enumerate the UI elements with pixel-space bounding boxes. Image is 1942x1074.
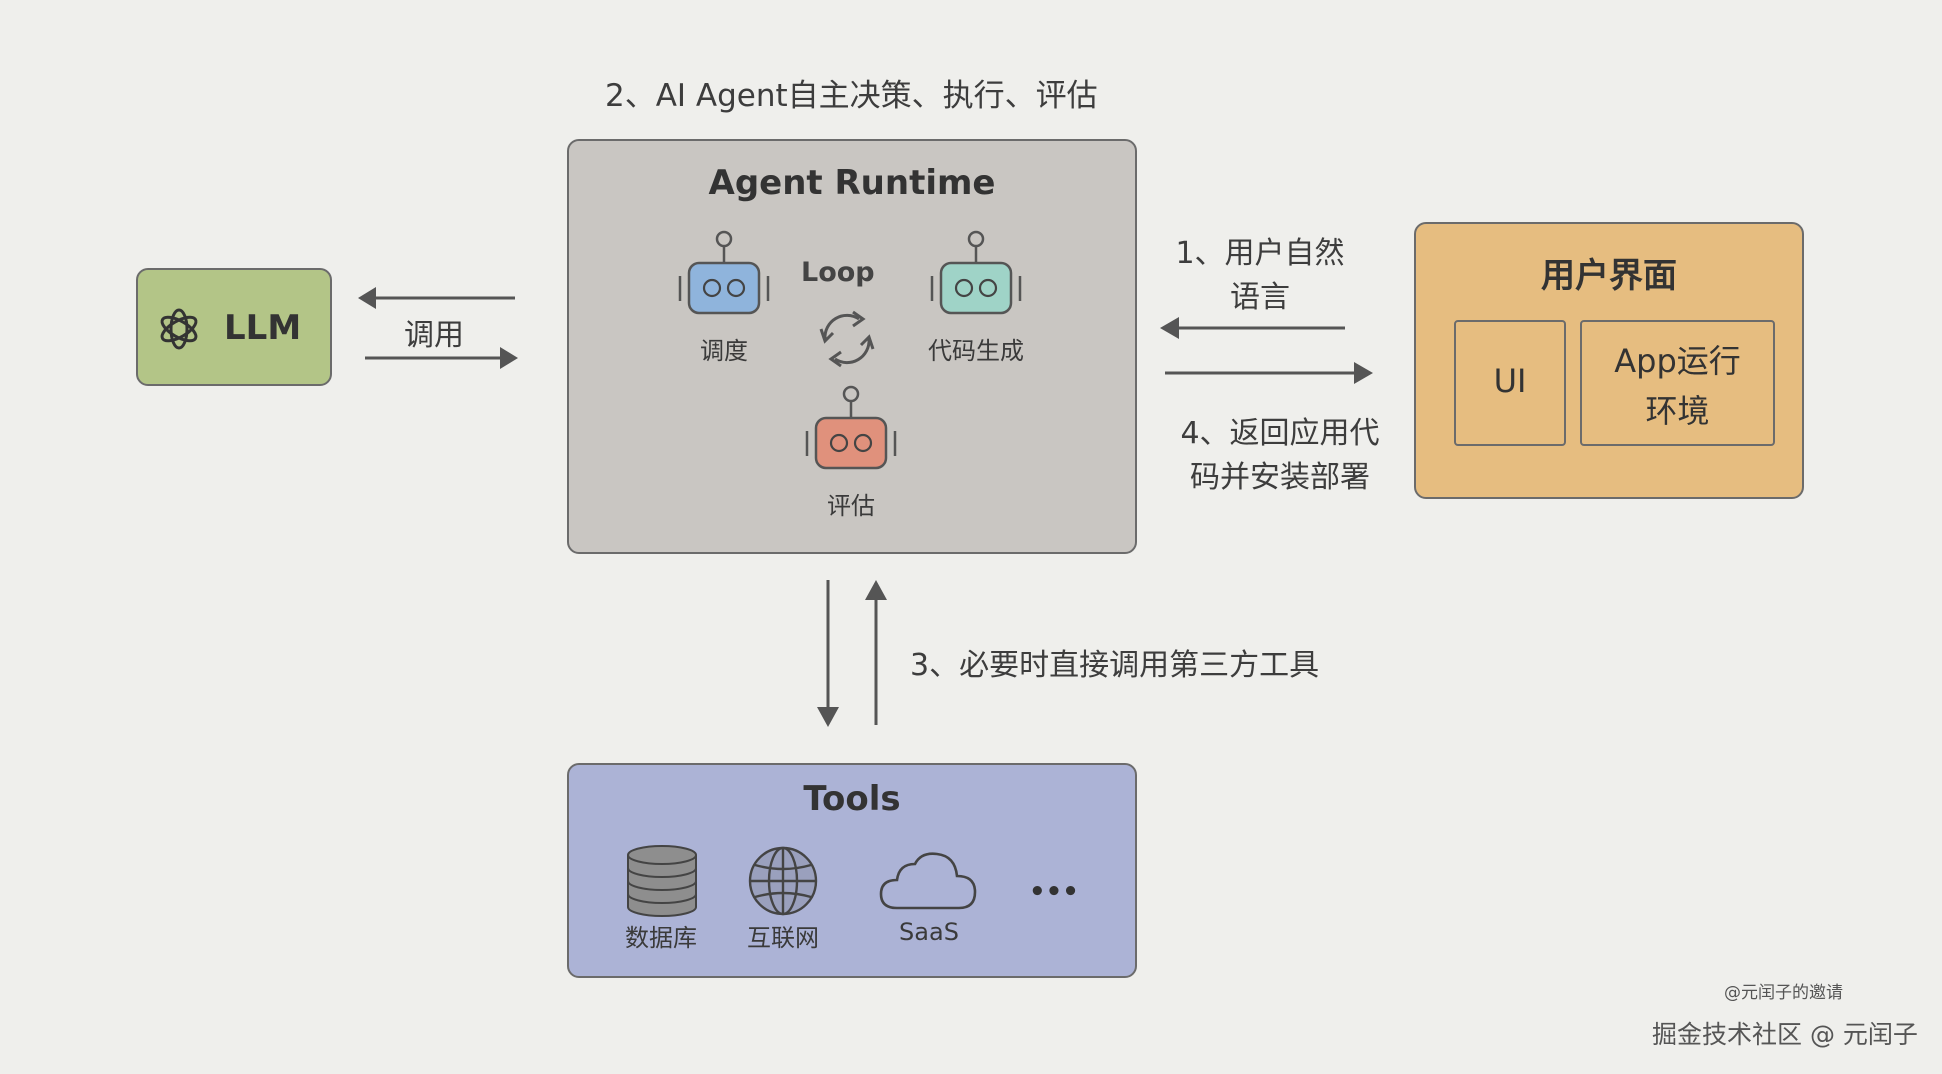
call-label: 调用 <box>404 318 464 353</box>
robot-evaluator <box>801 385 901 486</box>
arrow-right-icon <box>500 347 518 369</box>
llm-label: LLM <box>224 308 302 348</box>
more-icon: ••• <box>1029 877 1079 907</box>
robot-icon <box>805 385 897 470</box>
step1-caption: 1、用户自然 语言 <box>1175 236 1345 315</box>
arrow-left-icon <box>1160 317 1179 339</box>
saas-label: SaaS <box>899 918 959 946</box>
openai-icon <box>154 304 204 354</box>
tools-title: Tools <box>803 779 901 819</box>
step3-caption: 3、必要时直接调用第三方工具 <box>910 648 1320 683</box>
llm-agent-arrows <box>358 287 518 369</box>
user-interface-title: 用户界面 <box>1541 256 1677 296</box>
arrow-right-icon <box>1354 362 1373 384</box>
robot-evaluator-label: 评估 <box>827 492 875 520</box>
arrow-down-icon <box>817 707 839 727</box>
robot-icon <box>930 230 1022 315</box>
app-runtime-label: App运行 环境 <box>1614 342 1741 430</box>
step2-caption: 2、AI Agent自主决策、执行、评估 <box>605 78 1098 114</box>
user-interface-box: 用户界面 UI App运行 环境 <box>1414 222 1804 499</box>
internet-label: 互联网 <box>747 924 819 952</box>
watermark-small: @元闰子的邀请 <box>1724 983 1843 1003</box>
agent-runtime-box: Agent Runtime 调度 Loop <box>567 139 1137 554</box>
tools-box: Tools 数据库 互联网 <box>567 763 1137 978</box>
loop-icon <box>807 299 887 379</box>
robot-codegen <box>926 230 1026 331</box>
database-label: 数据库 <box>625 924 697 952</box>
robot-codegen-label: 代码生成 <box>928 337 1024 365</box>
loop-label: Loop <box>801 257 875 288</box>
app-runtime-box: App运行 环境 <box>1580 320 1775 446</box>
agent-ui-arrows <box>1160 317 1373 384</box>
robot-icon <box>678 230 770 315</box>
ui-box: UI <box>1454 320 1566 446</box>
step4-caption: 4、返回应用代 码并安装部署 <box>1180 416 1380 495</box>
agent-runtime-title: Agent Runtime <box>708 163 996 203</box>
watermark: 掘金技术社区 @ 元闰子 <box>1652 1020 1918 1049</box>
arrow-left-icon <box>358 287 376 309</box>
robot-scheduler <box>674 230 774 331</box>
ui-label: UI <box>1493 362 1527 400</box>
cloud-icon <box>879 850 979 912</box>
agent-tools-arrows <box>817 580 887 727</box>
arrow-up-icon <box>865 580 887 600</box>
robot-scheduler-label: 调度 <box>700 337 748 365</box>
database-icon <box>624 845 699 917</box>
globe-icon <box>747 845 819 917</box>
llm-box: LLM <box>136 268 332 386</box>
